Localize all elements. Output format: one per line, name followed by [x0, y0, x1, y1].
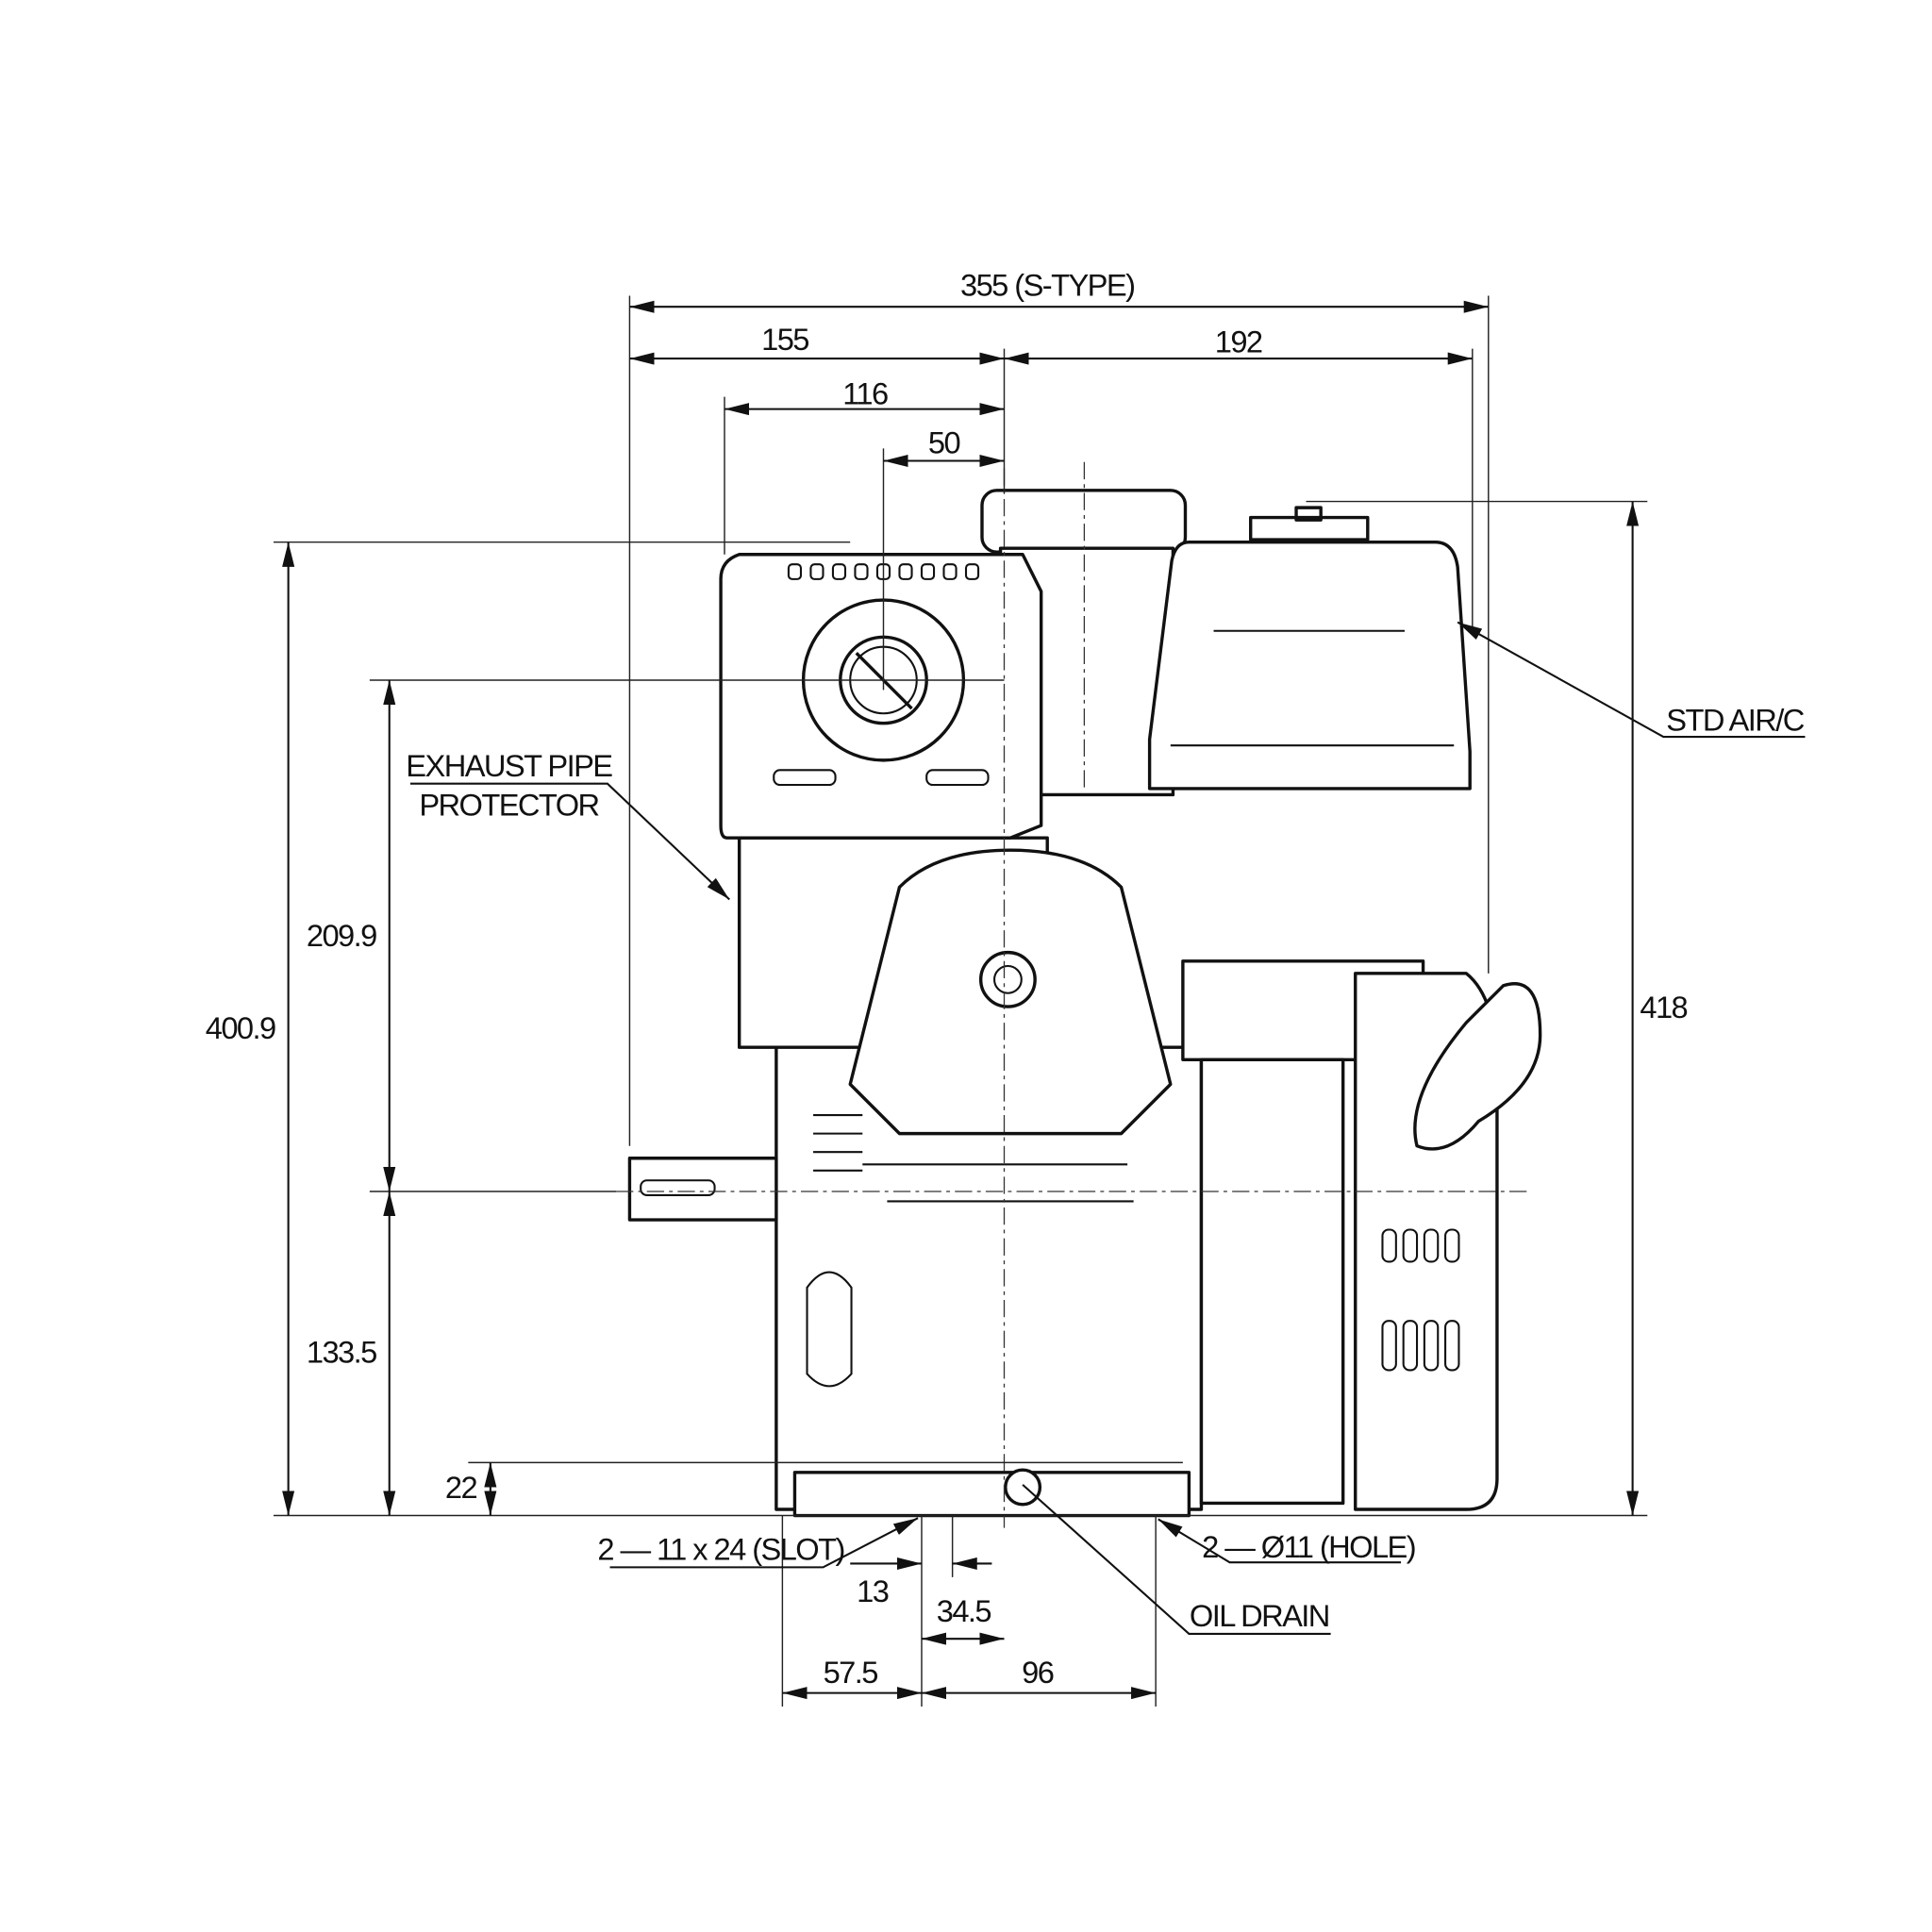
callout-hole-leader	[1158, 1518, 1402, 1564]
oil-drain-plug	[1004, 1468, 1042, 1507]
dim-exhaust-to-center-label: 50	[928, 425, 960, 460]
dim-shaft-to-exhaust-label: 209.9	[307, 918, 376, 953]
dim-left-to-center-label: 155	[761, 322, 808, 357]
dim-overall-height-left-label: 400.9	[206, 1010, 275, 1045]
dim-overall-height-right-label: 418	[1640, 990, 1687, 1024]
callout-air-cleaner: STD AIR/C	[1666, 703, 1804, 738]
dim-base-thickness-label: 22	[445, 1470, 477, 1505]
callout-slot-leader	[609, 1517, 919, 1569]
callout-oil-drain: OIL DRAIN	[1190, 1598, 1329, 1633]
callout-oil-drain-leader	[1022, 1484, 1331, 1635]
extension-lines	[273, 295, 1648, 1707]
starter-vents	[1381, 1228, 1460, 1372]
dim-overall-width-label: 355 (S-TYPE)	[960, 267, 1134, 302]
dim-shaft-height-label: 133.5	[307, 1335, 376, 1370]
dim-center-to-right-label: 192	[1215, 325, 1262, 359]
callout-hole: 2 — Ø11 (HOLE)	[1202, 1529, 1415, 1564]
engine-outline	[627, 489, 1542, 1518]
dim-left-to-slot-label: 57.5	[824, 1655, 878, 1690]
callout-air-cleaner-leader	[1457, 621, 1806, 739]
oil-filler	[806, 1271, 853, 1388]
crankshaft	[627, 1157, 778, 1222]
shaft-keyway	[640, 1179, 716, 1196]
callout-exhaust-line2: PROTECTOR	[419, 788, 599, 823]
fuel-cap	[980, 489, 1188, 554]
dim-slot-offset-label: 13	[857, 1574, 889, 1608]
dim-hole-to-center-label: 34.5	[937, 1593, 991, 1628]
callout-exhaust-line1: EXHAUST PIPE	[406, 748, 612, 783]
engine-base	[792, 1471, 1191, 1518]
callout-slot: 2 — 11 x 24 (SLOT)	[597, 1532, 843, 1567]
dim-muffler-to-center-label: 116	[842, 375, 888, 410]
starter-handle	[1413, 982, 1542, 1151]
muffler-vents	[773, 563, 990, 787]
air-cleaner-knob	[1249, 506, 1370, 541]
dim-slot-to-hole-label: 96	[1022, 1655, 1054, 1690]
callout-exhaust-leader	[409, 782, 730, 901]
air-cleaner	[1147, 540, 1472, 791]
cooling-fins	[813, 1113, 1134, 1203]
